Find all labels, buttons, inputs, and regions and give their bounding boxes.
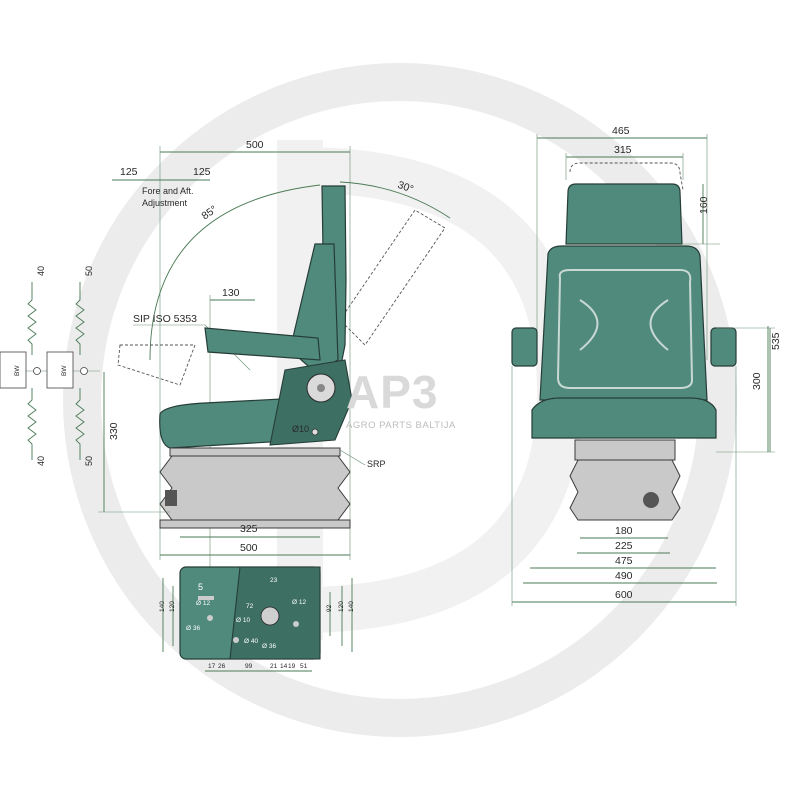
plate-b19: 19 bbox=[288, 663, 296, 670]
plate-left-140: 140 bbox=[159, 601, 166, 612]
dim-seat-height: 300 bbox=[751, 372, 763, 390]
srp-label: SRP bbox=[367, 459, 386, 469]
dim-headrest-height: 160 bbox=[698, 196, 710, 214]
suspension-travel-diagram: BW BW 40 40 50 50 bbox=[0, 266, 100, 466]
spring-right-top: 50 bbox=[84, 266, 94, 276]
spring-left-bottom: 40 bbox=[36, 456, 46, 466]
plate-left-120: 120 bbox=[169, 601, 176, 612]
plate-b17: 17 bbox=[208, 663, 216, 670]
dim-fore-aft-right: 125 bbox=[193, 166, 211, 178]
dim-armrest: 130 bbox=[222, 287, 240, 299]
plate-hole-6: 72 bbox=[246, 603, 254, 610]
dim-base: 325 bbox=[240, 523, 258, 535]
dim-total-height: 535 bbox=[770, 332, 782, 350]
plate-b99: 99 bbox=[245, 663, 253, 670]
fore-aft-label-2: Adjustment bbox=[142, 198, 188, 208]
dim-490: 490 bbox=[615, 570, 633, 582]
spring-right-bottom: 50 bbox=[84, 456, 94, 466]
plate-b26: 26 bbox=[218, 663, 226, 670]
plate-b51: 51 bbox=[300, 663, 308, 670]
plate-right-92: 92 bbox=[326, 604, 333, 612]
plate-hole-1: Ø 12 bbox=[196, 600, 210, 607]
front-view: 465 315 160 535 300 180 bbox=[511, 125, 782, 606]
dim-225: 225 bbox=[615, 540, 633, 552]
plate-b14: 14 bbox=[280, 663, 288, 670]
dim-length-bottom: 500 bbox=[240, 542, 258, 554]
plate-num-23: 23 bbox=[270, 577, 278, 584]
plate-num-5: 5 bbox=[198, 582, 203, 592]
dim-fore-aft-left: 125 bbox=[120, 166, 138, 178]
plate-hole-4: Ø 40 bbox=[244, 638, 258, 645]
fore-aft-label-1: Fore and Aft. bbox=[142, 186, 194, 196]
dim-height: 330 bbox=[108, 422, 120, 440]
pivot-label: Ø10 bbox=[292, 424, 309, 434]
svg-text:BW: BW bbox=[61, 365, 68, 376]
plate-hole-2: Ø 36 bbox=[186, 625, 200, 632]
plate-hole-7: Ø 12 bbox=[292, 599, 306, 606]
plate-b21: 21 bbox=[270, 663, 278, 670]
dim-headrest-width: 315 bbox=[614, 144, 632, 156]
plate-right-140: 140 bbox=[348, 601, 355, 612]
spring-left-top: 40 bbox=[36, 266, 46, 276]
svg-text:BW: BW bbox=[14, 365, 21, 376]
dim-180: 180 bbox=[615, 525, 633, 537]
dim-length-top: 500 bbox=[246, 139, 264, 151]
plate-hole-5: Ø 36 bbox=[262, 643, 276, 650]
dim-600: 600 bbox=[615, 589, 633, 601]
sip-label: SIP ISO 5353 bbox=[133, 313, 197, 325]
brand-main: AP3 bbox=[346, 366, 438, 418]
dim-475: 475 bbox=[615, 555, 633, 567]
plate-hole-3: Ø 10 bbox=[236, 617, 250, 624]
brand-watermark: AP3 AGRO PARTS BALTIJA bbox=[346, 366, 456, 431]
plate-right-120: 120 bbox=[338, 601, 345, 612]
dim-front-width: 465 bbox=[612, 125, 630, 137]
brand-sub: AGRO PARTS BALTIJA bbox=[346, 420, 456, 431]
base-plate-view: 5 23 Ø 12 Ø 36 Ø 10 Ø 40 Ø 36 72 Ø 12 14… bbox=[159, 566, 355, 672]
recline-angle: 30° bbox=[396, 179, 415, 196]
